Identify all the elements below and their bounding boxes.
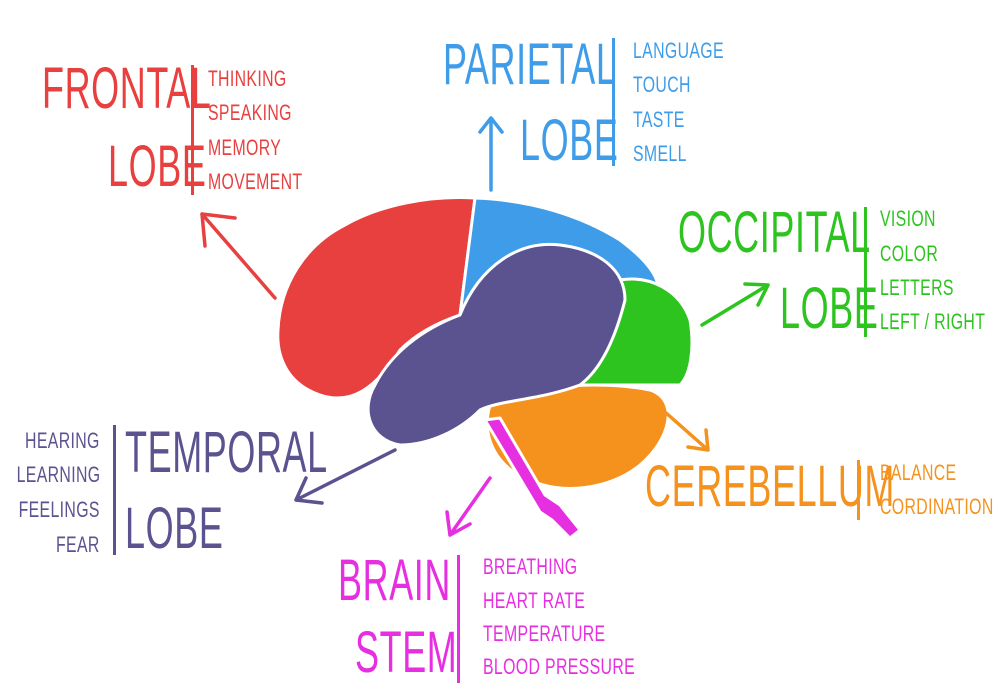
frontal-arrow — [200, 212, 277, 300]
cerebellum-title: CEREBELLUM — [645, 454, 896, 519]
parietal-arrow — [478, 116, 504, 192]
brainstem-function: BREATHING — [483, 554, 578, 579]
parietal-divider — [612, 38, 615, 166]
brainstem-title-line2: STEM — [355, 620, 458, 685]
temporal-function: LEARNING — [16, 462, 100, 487]
occipital-divider — [864, 207, 867, 337]
temporal-function: FEELINGS — [18, 497, 100, 522]
brainstem-function: BLOOD PRESSURE — [483, 654, 636, 679]
frontal-function: MEMORY — [208, 135, 282, 160]
parietal-function: TOUCH — [633, 72, 691, 97]
brainstem-function: TEMPERATURE — [483, 621, 606, 646]
temporal-divider — [113, 425, 116, 555]
brainstem-title-line1: BRAIN — [338, 548, 452, 613]
parietal-function: LANGUAGE — [633, 38, 724, 63]
temporal-arrow — [294, 448, 397, 505]
occipital-function: LEFT / RIGHT — [880, 309, 986, 334]
frontal-function: SPEAKING — [208, 100, 292, 125]
occipital-function: LETTERS — [880, 275, 954, 300]
temporal-title-line2: LOBE — [125, 496, 224, 561]
occipital-title-line1: OCCIPITAL — [678, 200, 871, 265]
parietal-title-line1: PARIETAL — [443, 32, 617, 97]
frontal-title-line1: FRONTAL — [42, 56, 212, 121]
brainstem-arrow — [445, 476, 492, 537]
occipital-title-line2: LOBE — [780, 276, 879, 341]
occipital-function: VISION — [880, 206, 936, 231]
frontal-title-line2: LOBE — [108, 134, 207, 199]
brainstem-divider — [457, 555, 460, 683]
cerebellum-arrow — [663, 410, 710, 452]
cerebellum-function: CORDINATION — [880, 494, 994, 519]
temporal-function: FEAR — [56, 532, 100, 557]
brainstem-function: HEART RATE — [483, 588, 586, 613]
occipital-arrow — [700, 282, 770, 327]
occipital-function: COLOR — [880, 241, 939, 266]
parietal-function: TASTE — [633, 107, 685, 132]
temporal-function: HEARING — [25, 428, 100, 453]
parietal-title-line2: LOBE — [520, 108, 619, 173]
temporal-region — [366, 242, 627, 447]
temporal-title-line1: TEMPORAL — [125, 420, 328, 485]
cerebellum-function: BALANCE — [880, 460, 957, 485]
frontal-function: THINKING — [208, 66, 287, 91]
brainstem-region — [483, 416, 582, 540]
cerebellum-divider — [857, 460, 860, 520]
frontal-divider — [191, 65, 194, 195]
parietal-function: SMELL — [633, 141, 687, 166]
frontal-function: MOVEMENT — [208, 169, 303, 194]
